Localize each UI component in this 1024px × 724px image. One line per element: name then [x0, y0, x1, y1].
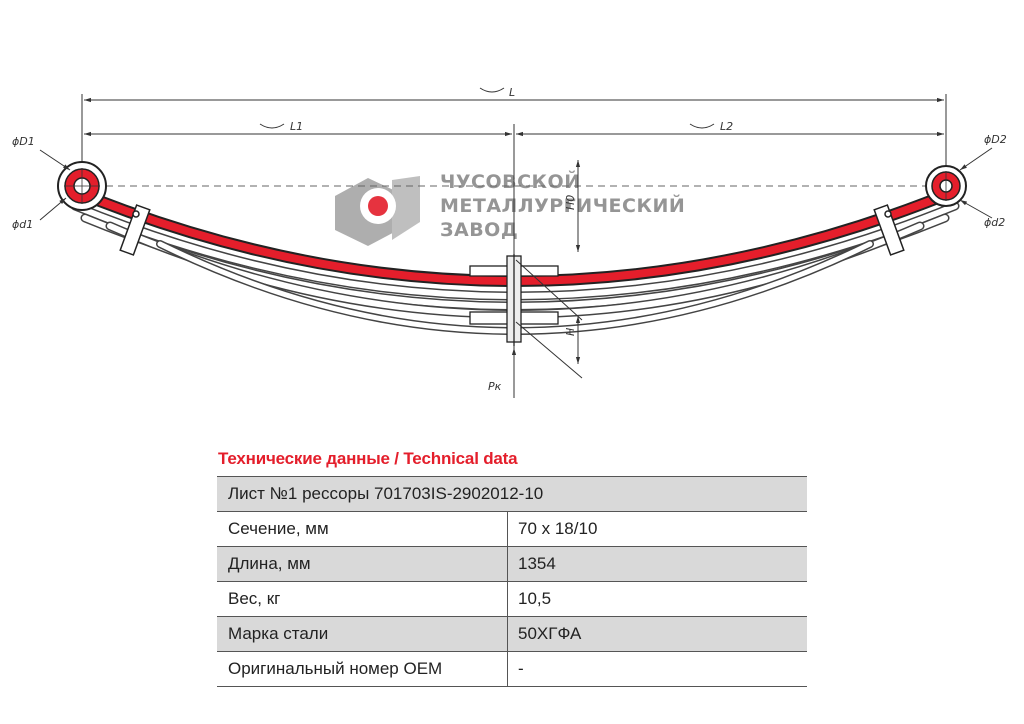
table-row: Вес, кг 10,5	[217, 581, 807, 617]
dim-label-h: H	[564, 328, 577, 336]
row-value: -	[507, 651, 807, 687]
company-logo: ЧУСОВСКОЙ МЕТАЛЛУРГИЧЕСКИЙ ЗАВОД	[335, 170, 685, 246]
logo-line-3: ЗАВОД	[440, 219, 518, 241]
dim-label-d1-outer: ϕD1	[12, 135, 35, 148]
left-clamp	[119, 204, 151, 256]
right-eye	[925, 165, 967, 207]
row-label: Вес, кг	[217, 581, 508, 617]
table-row: Марка стали 50ХГФА	[217, 616, 807, 652]
dim-label-l2: L2	[720, 120, 733, 133]
specs-table: Лист №1 рессоры 701703IS-2902012-10 Сече…	[217, 476, 807, 687]
specs-header: Лист №1 рессоры 701703IS-2902012-10	[217, 476, 807, 512]
row-value: 10,5	[507, 581, 807, 617]
row-label: Сечение, мм	[217, 511, 508, 547]
specs-header-row: Лист №1 рессоры 701703IS-2902012-10	[217, 476, 807, 512]
specs-title: Технические данные / Technical data	[218, 449, 518, 468]
dim-label-l1: L1	[290, 120, 303, 133]
logo-line-1: ЧУСОВСКОЙ	[440, 170, 581, 193]
dim-label-d2-outer: ϕD2	[984, 133, 1007, 146]
row-label: Длина, мм	[217, 546, 508, 582]
left-eye	[57, 161, 107, 211]
dim-label-d1-inner: ϕd1	[12, 218, 33, 231]
dimension-h	[515, 160, 583, 379]
row-label: Оригинальный номер OEM	[217, 651, 508, 687]
row-value: 70 х 18/10	[507, 511, 807, 547]
table-row: Сечение, мм 70 х 18/10	[217, 511, 807, 547]
table-row: Оригинальный номер OEM -	[217, 651, 807, 687]
dim-label-h0: H0	[564, 195, 577, 210]
dim-label-pk: Pк	[488, 380, 502, 393]
right-clamp	[873, 204, 905, 256]
row-value: 1354	[507, 546, 807, 582]
dim-label-d2-inner: ϕd2	[984, 216, 1005, 229]
logo-line-2: МЕТАЛЛУРГИЧЕСКИЙ	[440, 194, 685, 217]
row-label: Марка стали	[217, 616, 508, 652]
technical-data: Технические данные / Technical data Лист…	[217, 449, 807, 687]
center-bolt	[469, 254, 559, 346]
leaf-spring-drawing: ЧУСОВСКОЙ МЕТАЛЛУРГИЧЕСКИЙ ЗАВОД L L1 L2	[12, 86, 1007, 398]
table-row: Длина, мм 1354	[217, 546, 807, 582]
row-value: 50ХГФА	[507, 616, 807, 652]
dim-label-l: L	[509, 86, 515, 99]
diameter-leaders	[39, 147, 993, 221]
